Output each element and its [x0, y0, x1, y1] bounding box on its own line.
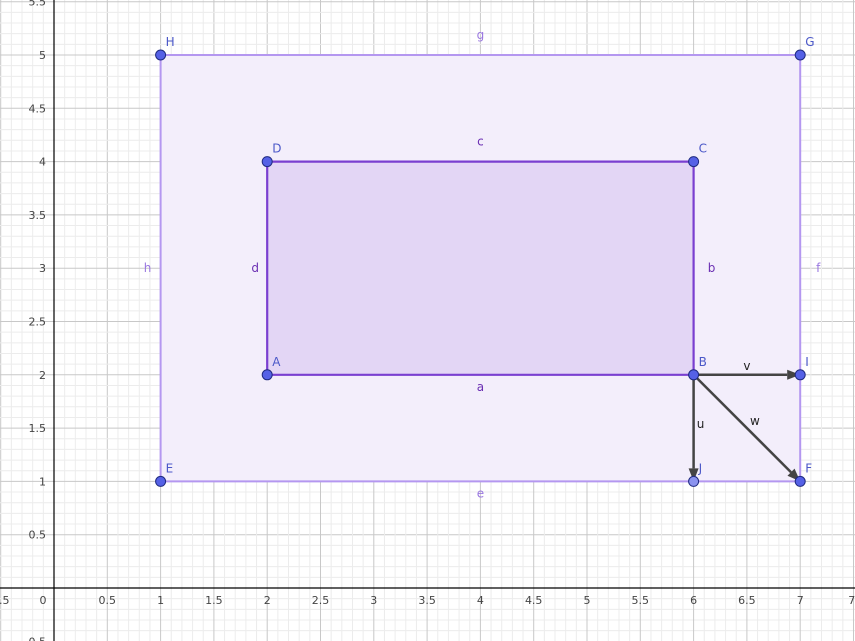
y-tick-label: 2.5	[29, 316, 47, 329]
vector-w[interactable]	[692, 373, 792, 474]
segment-label-c: c	[477, 135, 484, 149]
point-label-D: D	[272, 142, 281, 156]
point-B[interactable]	[688, 369, 700, 381]
x-tick-label: 4	[477, 594, 484, 607]
y-tick-label: 3.5	[29, 209, 47, 222]
vector-label-u: u	[697, 417, 705, 431]
x-tick-label: 5	[584, 594, 591, 607]
y-tick-label: 0.5	[29, 529, 47, 542]
x-tick-label: 4.5	[525, 594, 543, 607]
y-tick-label: 4.5	[29, 102, 47, 115]
point-label-H: H	[166, 35, 175, 49]
y-tick-label: 5.5	[29, 0, 47, 9]
x-tick-label: 1	[157, 594, 164, 607]
x-tick-label: 1.5	[205, 594, 223, 607]
segment-label-h: h	[144, 261, 152, 275]
y-tick-label: 5	[39, 49, 46, 62]
vectors[interactable]	[688, 369, 801, 482]
point-label-G: G	[805, 35, 814, 49]
point-label-C: C	[699, 142, 707, 156]
inner-rectangle-ABCD[interactable]	[266, 160, 695, 376]
point-label-F: F	[805, 461, 812, 475]
segment-label-a: a	[477, 380, 484, 394]
x-tick-label: 0	[40, 594, 47, 607]
y-tick-label: 1.5	[29, 422, 47, 435]
segment-labels: a b c d e f g h u v w	[144, 28, 821, 500]
point-G[interactable]	[794, 49, 806, 61]
point-label-B: B	[699, 355, 707, 369]
segment-label-b: b	[708, 261, 716, 275]
x-tick-label: 6	[690, 594, 697, 607]
vector-label-v: v	[743, 359, 750, 373]
point-label-A: A	[272, 355, 281, 369]
point-label-E: E	[166, 461, 174, 475]
point-J[interactable]	[688, 475, 700, 487]
point-I[interactable]	[794, 369, 806, 381]
y-tick-label: 1	[39, 475, 46, 488]
y-tick-label: 4	[39, 156, 46, 169]
x-tick-label: 6.5	[738, 594, 756, 607]
vector-v-arrowhead	[787, 369, 801, 380]
vector-label-w: w	[750, 414, 760, 428]
x-tick-label: 0.5	[99, 594, 117, 607]
point-D[interactable]	[261, 156, 273, 168]
x-tick-label: 3	[370, 594, 377, 607]
polygon-ABCD[interactable]	[266, 160, 695, 376]
point-A[interactable]	[261, 369, 273, 381]
x-tick-label: 2	[264, 594, 271, 607]
points[interactable]: A B C D E F G H I J	[155, 35, 815, 487]
segment-label-f: f	[816, 261, 821, 275]
x-tick-label: 5.5	[632, 594, 650, 607]
point-E[interactable]	[155, 475, 167, 487]
segment-label-d: d	[251, 261, 259, 275]
point-label-I: I	[805, 355, 809, 369]
x-tick-label: 2.5	[312, 594, 330, 607]
point-F[interactable]	[794, 475, 806, 487]
point-label-J: J	[698, 461, 703, 475]
segment-label-g: g	[477, 28, 485, 42]
point-C[interactable]	[688, 156, 700, 168]
x-tick-label: 3.5	[418, 594, 436, 607]
y-tick-label: 0.5	[29, 635, 47, 641]
x-tick-label: 7	[797, 594, 804, 607]
x-tick-label: 7.	[848, 594, 855, 607]
vector-u-arrowhead	[688, 468, 699, 482]
y-tick-label: 2	[39, 369, 46, 382]
point-H[interactable]	[155, 49, 167, 61]
y-tick-label: 3	[39, 262, 46, 275]
x-tick-label: 0.5	[0, 594, 9, 607]
segment-label-e: e	[477, 486, 484, 500]
